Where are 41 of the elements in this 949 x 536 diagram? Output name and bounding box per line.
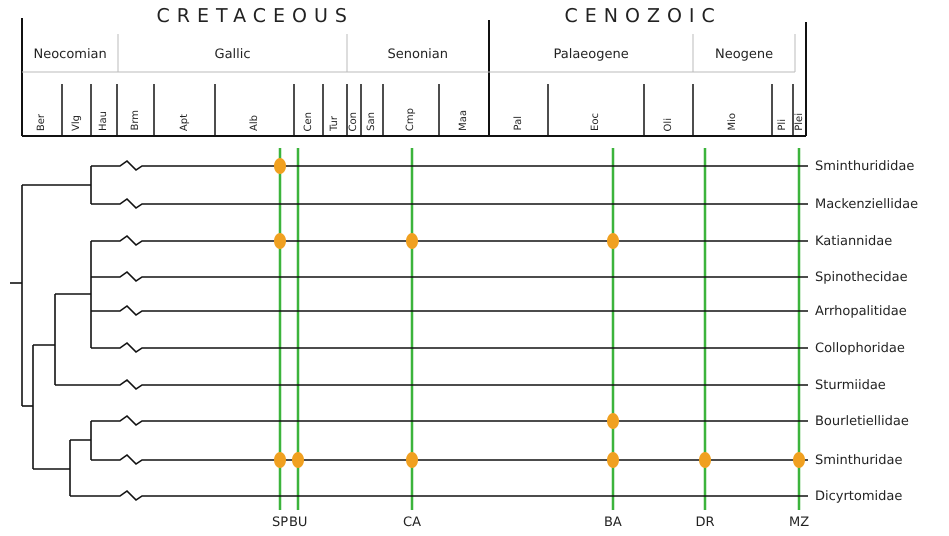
stage-label: Plei: [794, 113, 804, 131]
taxon-label: Spinothecidae: [815, 270, 908, 284]
stage-label: Oli: [664, 118, 674, 132]
locality-label: MZ: [789, 516, 810, 529]
taxon-label: Dicyrtomidae: [815, 490, 902, 502]
stage-label: Apt: [180, 114, 190, 132]
taxon-label: Sminthuridae: [815, 454, 903, 466]
stage-label: Eoc: [591, 113, 601, 131]
locality-label: BU: [289, 516, 308, 529]
taxon-label: Arrhopalitidae: [815, 304, 907, 318]
epoch-label: Gallic: [214, 48, 251, 61]
era-label: CRETACEOUS: [156, 7, 354, 26]
stage-label: Cmp: [406, 108, 416, 132]
taxon-label: Katiannidae: [815, 234, 892, 248]
era-label: CENOZOIC: [564, 7, 722, 26]
stage-label: Cen: [304, 112, 314, 132]
taxon-label: Sminthurididae: [815, 160, 914, 172]
stage-label: Mio: [728, 113, 738, 131]
stage-label: Hau: [99, 111, 109, 131]
epoch-label: Palaeogene: [554, 48, 629, 61]
taxon-label: Sturmiidae: [815, 378, 886, 392]
stage-label: Pli: [778, 119, 788, 131]
locality-label: CA: [403, 516, 421, 529]
stage-label: San: [367, 112, 377, 131]
taxon-label: Collophoridae: [815, 342, 905, 354]
locality-label: SP: [272, 516, 288, 529]
stage-label: Brm: [130, 110, 140, 131]
locality-label: DR: [696, 516, 715, 529]
stage-label: Pal: [514, 116, 524, 130]
locality-label: BA: [604, 516, 622, 529]
epoch-label: Senonian: [388, 48, 448, 61]
stage-label: Tur: [330, 116, 340, 132]
epoch-label: Neocomian: [34, 48, 107, 61]
taxon-label: Mackenziellidae: [815, 198, 918, 210]
stage-label: Ber: [37, 114, 47, 132]
taxon-label: Bourletiellidae: [815, 414, 909, 428]
stage-label: Con: [349, 112, 359, 132]
epoch-label: Neogene: [715, 48, 774, 61]
stage-label: Maa: [459, 110, 469, 131]
stage-label: Vlg: [72, 115, 82, 131]
stage-label: Alb: [250, 115, 260, 131]
